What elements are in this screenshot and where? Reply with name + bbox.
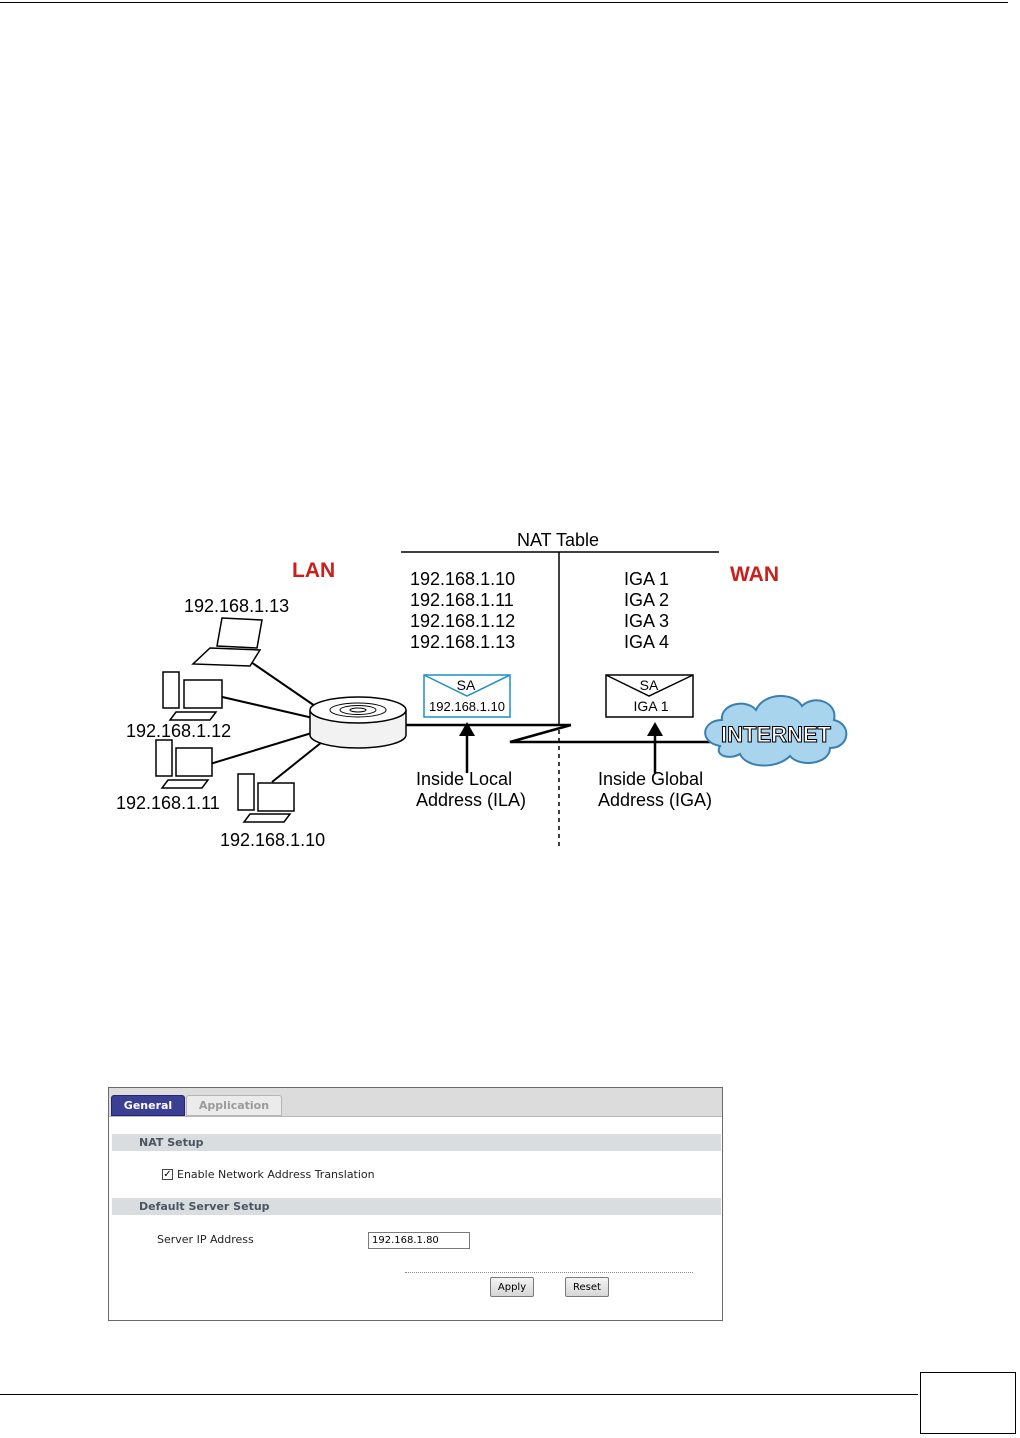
enable-nat-checkbox[interactable]: ✓ [162, 1169, 173, 1180]
nat-diagram: NAT Table LAN WAN 192.168.1.10 192.168.1… [116, 530, 848, 850]
ila-caption-line: Inside Local [416, 769, 512, 789]
iga-caption-line: Inside Global [598, 769, 703, 789]
footer-rule [0, 1394, 918, 1395]
internet-label: INTERNET [721, 722, 832, 747]
host-link [217, 695, 314, 719]
desktop-icon [155, 739, 213, 789]
envelope-wan-sa: SA [640, 677, 659, 693]
lan-label: LAN [292, 559, 335, 582]
server-ip-input[interactable] [368, 1232, 470, 1249]
ila-caption-line: Address (ILA) [416, 790, 526, 810]
nat-general-screen: General Application NAT Setup ✓ Enable N… [108, 1087, 723, 1321]
host-label: 192.168.1.12 [126, 721, 231, 741]
ila-entry: 192.168.1.11 [410, 590, 514, 610]
envelope-lan-address: 192.168.1.10 [429, 699, 505, 714]
nat-setup-heading: NAT Setup [112, 1134, 721, 1151]
arrow-up-icon [647, 722, 663, 736]
host-label: 192.168.1.13 [184, 596, 289, 616]
tab-bar: General Application [109, 1088, 722, 1117]
host-label: 192.168.1.11 [116, 793, 220, 813]
host-link [209, 731, 316, 765]
desktop-icon [162, 671, 223, 721]
nat-jog-link [509, 723, 572, 744]
nat-table-title: NAT Table [517, 530, 599, 550]
reset-button[interactable]: Reset [565, 1277, 609, 1297]
apply-button[interactable]: Apply [490, 1277, 534, 1297]
ila-entry: 192.168.1.13 [410, 632, 515, 652]
iga-entry: IGA 2 [624, 590, 669, 610]
ila-entry: 192.168.1.12 [410, 611, 515, 631]
default-server-setup-heading: Default Server Setup [112, 1198, 721, 1215]
iga-entry: IGA 3 [624, 611, 669, 631]
ila-entry: 192.168.1.10 [410, 569, 515, 589]
iga-entry: IGA 4 [624, 632, 669, 652]
iga-entry: IGA 1 [624, 569, 669, 589]
desktop-icon [237, 773, 295, 823]
host-link [247, 659, 316, 707]
arrow-up-icon [459, 722, 475, 736]
tab-general[interactable]: General [111, 1095, 185, 1116]
server-ip-label: Server IP Address [157, 1233, 254, 1246]
header-rule [0, 2, 1008, 3]
divider [405, 1272, 693, 1273]
cloud-icon [704, 694, 848, 767]
envelope-wan-address: IGA 1 [633, 698, 668, 714]
enable-nat-label: Enable Network Address Translation [177, 1168, 375, 1181]
router-icon [309, 696, 407, 749]
host-label: 192.168.1.10 [220, 830, 325, 850]
wan-label: WAN [730, 563, 779, 586]
host-link [271, 741, 323, 783]
iga-caption-line: Address (IGA) [598, 790, 712, 810]
laptop-icon [191, 617, 263, 667]
envelope-icon [605, 674, 694, 718]
tab-application[interactable]: Application [186, 1095, 282, 1116]
envelope-lan-sa: SA [457, 677, 476, 693]
page-number-box [920, 1372, 1016, 1434]
envelope-icon [423, 674, 511, 718]
